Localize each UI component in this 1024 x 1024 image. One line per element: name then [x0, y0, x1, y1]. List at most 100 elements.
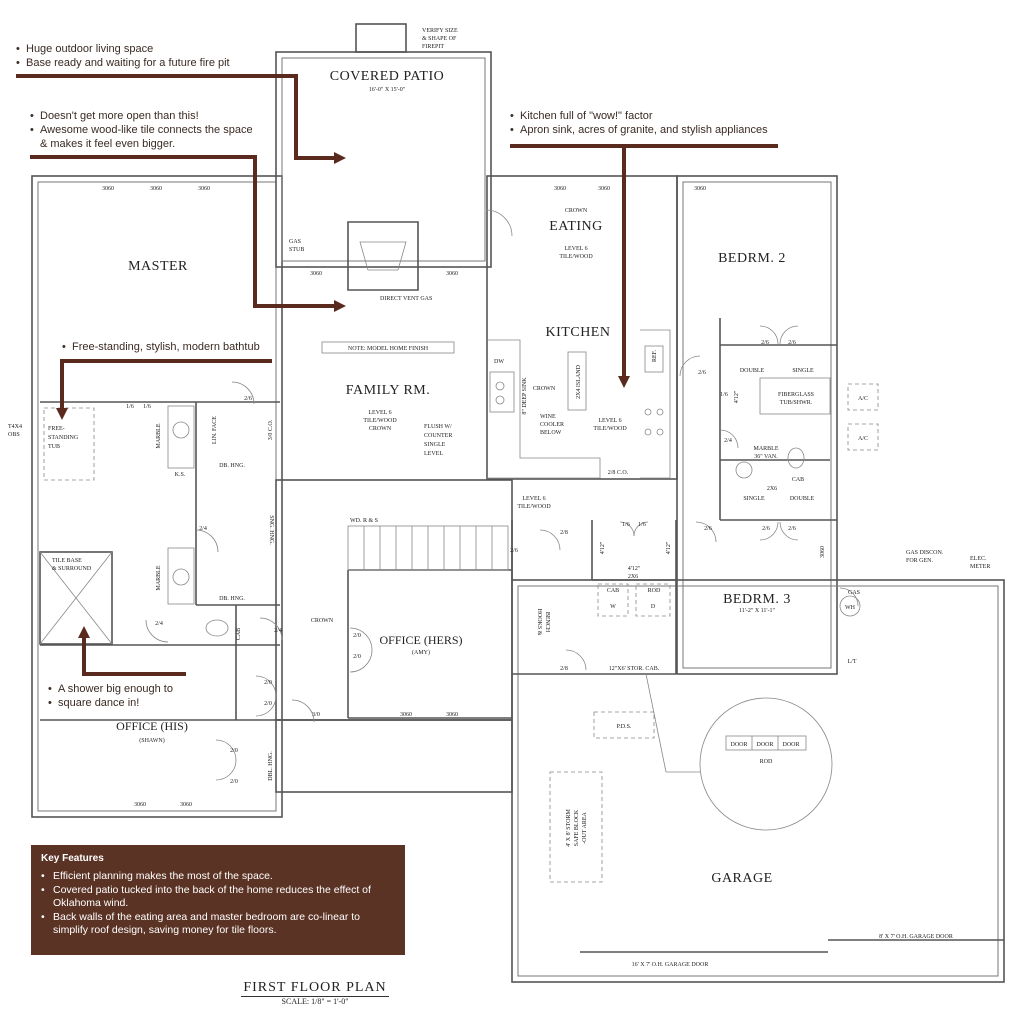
hall-floor-1: LEVEL 6	[522, 496, 545, 502]
gas-discon-2: FOR GEN.	[906, 558, 934, 564]
flush-4: LEVEL	[424, 451, 443, 457]
kitchen-arrowhead	[618, 376, 630, 388]
t4x4-2: OBS	[8, 432, 20, 438]
kitchen-arrow	[510, 144, 778, 376]
family-crown: CROWN	[369, 426, 392, 432]
rod-laundry: ROD	[648, 588, 661, 594]
key-features-heading: Key Features	[41, 853, 104, 864]
open-note-3: & makes it feel even bigger.	[40, 138, 176, 150]
patio-arrowhead	[334, 152, 346, 164]
dw-label: DW	[494, 359, 504, 365]
wh-label: WH	[845, 605, 856, 611]
office-his-sub: (SHAWN)	[139, 737, 165, 744]
stairs	[347, 525, 509, 571]
w3060-10: 3060	[400, 712, 412, 718]
eating-floor2: TILE/WOOD	[559, 254, 593, 260]
ac-2: A/C	[858, 436, 868, 442]
plan-scale: SCALE: 1/8" = 1'-0"	[281, 997, 349, 1006]
office-hers-label: OFFICE (HERS)	[379, 633, 462, 647]
d20-3: 2/0	[230, 748, 238, 754]
room-labels: COVERED PATIO 16'-0" X 15'-0" MASTER CRO…	[116, 69, 791, 886]
tub-arrowhead	[56, 408, 68, 420]
gas-label: GAS	[848, 590, 860, 596]
washer-label: W	[610, 604, 616, 610]
gas-stub-2: STUB	[289, 247, 304, 253]
marble36-1: MARBLE	[753, 446, 778, 452]
bedrm3-label: BEDRM. 3	[723, 592, 791, 607]
lt-label: L/T	[848, 659, 857, 665]
d20-6: 2/0	[353, 654, 361, 660]
d412-2: 4'12"	[666, 541, 672, 554]
d26-7: 2/6	[788, 526, 796, 532]
garage-door-big: 16' X 7' O.H. GARAGE DOOR	[632, 962, 709, 968]
open-annotation: Doesn't get more open than this! Awesome…	[30, 109, 290, 151]
w3060-11: 3060	[446, 712, 458, 718]
laundry-2x6: 2X6	[628, 574, 638, 580]
patio-arrow	[16, 74, 336, 160]
cab-laundry: CAB	[607, 588, 619, 594]
model-home-note: NOTE: MODEL HOME FINISH	[348, 346, 429, 352]
d26-3: 2/6	[788, 340, 796, 346]
key-features-box: Key Features Efficient planning makes th…	[31, 845, 405, 955]
co30-label: 3/0 C.O.	[268, 419, 274, 440]
w3060-5: 3060	[446, 271, 458, 277]
t4x4-1: T4X4	[8, 424, 22, 430]
d412-1: 4'12"	[600, 541, 606, 554]
key-features-list: Efficient planning makes the most of the…	[41, 870, 395, 938]
w3060-13: 3060	[180, 802, 192, 808]
bedrm3-dims: 11'-2" X 11'-1"	[739, 608, 775, 614]
family-label: FAMILY RM.	[346, 383, 431, 398]
d26-6: 2/6	[762, 526, 770, 532]
double-lower: DOUBLE	[790, 496, 815, 502]
free-tub-2: STANDING	[48, 435, 79, 441]
door-1: DOOR	[730, 742, 747, 748]
gas-stub-1: GAS	[289, 239, 301, 245]
eating-floor: LEVEL 6	[564, 246, 587, 252]
d24-2: 2/4	[155, 621, 163, 627]
verify-line-1: VERIFY SIZE	[422, 28, 458, 34]
family-floor2: TILE/WOOD	[363, 418, 397, 424]
garage-door-small: 8' X 7' O.H. GARAGE DOOR	[879, 934, 953, 940]
co28-label: 2/8 C.O.	[608, 470, 629, 476]
tub-note-1: Free-standing, stylish, modern bathtub	[62, 340, 282, 354]
w3060-7: 3060	[598, 186, 610, 192]
flush-2: COUNTER	[424, 433, 452, 439]
d20-5: 2/0	[353, 633, 361, 639]
storm-1: 4' X 8' STORM	[566, 809, 572, 847]
d26-8: 2/6	[510, 548, 518, 554]
d16-4: 1/6	[638, 522, 646, 528]
bath-fixtures	[39, 405, 861, 645]
shower-arrowhead	[78, 626, 90, 638]
marble-van-lower: MARBLE	[156, 565, 162, 590]
db-hng-lower: DB. HNG.	[219, 596, 245, 602]
detail-labels: VERIFY SIZE & SHAPE OF FIREPIT DIRECT VE…	[8, 28, 990, 968]
open-arrowhead	[334, 300, 346, 312]
office-his-label: OFFICE (HIS)	[116, 719, 188, 733]
crown-kitchen-label: CROWN	[533, 386, 556, 392]
free-tub-3: TUB	[48, 444, 60, 450]
elec-meter-1: ELEC.	[970, 556, 987, 562]
wine-2: COOLER	[540, 422, 564, 428]
storm-3: -OUT AREA	[582, 811, 588, 843]
gas-discon-1: GAS DISCON.	[906, 550, 944, 556]
d20-4: 2/0	[230, 779, 238, 785]
wine-1: WINE	[540, 414, 556, 420]
d24-1: 2/4	[199, 526, 207, 532]
open-note-2: Awesome wood-like tile connects the spac…	[30, 123, 290, 137]
shower-arrow	[82, 636, 186, 676]
single-upper: SINGLE	[792, 368, 814, 374]
door-2: DOOR	[756, 742, 773, 748]
d20-2: 2/0	[264, 701, 272, 707]
hall-floor-2: TILE/WOOD	[517, 504, 551, 510]
kitchen-note-1: Kitchen full of "wow!" factor	[510, 109, 810, 123]
d26-2: 2/6	[761, 340, 769, 346]
verify-line-3: FIREPIT	[422, 44, 444, 50]
open-arrow	[30, 155, 336, 308]
d412-4: 4'12"	[734, 390, 740, 403]
tile-base-2: & SURROUND	[52, 566, 92, 572]
d16-5: 1/6	[720, 392, 728, 398]
d28-2: 2/8	[560, 666, 568, 672]
plan-title: FIRST FLOOR PLAN	[241, 980, 389, 997]
d26-4: 2/6	[698, 370, 706, 376]
